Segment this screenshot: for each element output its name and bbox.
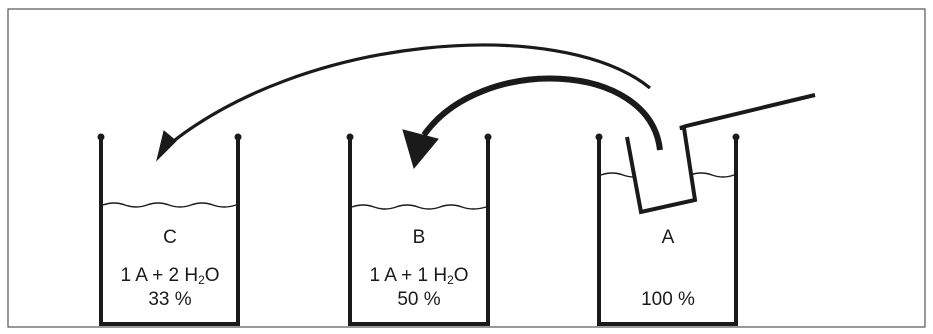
- beaker-b-percent: 50 %: [397, 289, 441, 310]
- beaker-c-letter: C: [163, 227, 177, 248]
- arrow-a-to-c: [156, 43, 652, 162]
- beaker-b: [346, 133, 492, 326]
- beaker-b-rim-right: [484, 133, 492, 141]
- scoop-cup: [625, 127, 698, 215]
- beaker-c-mixture-subscript: 2: [198, 273, 205, 287]
- beaker-c-mixture-suffix: O: [204, 265, 220, 286]
- beaker-b-letter: B: [412, 227, 426, 248]
- beaker-c: [97, 133, 242, 326]
- beaker-c-mixture: 1 A + 2 H2O: [120, 265, 220, 287]
- beaker-a-letter: A: [661, 227, 675, 248]
- arrow-a-to-b-head: [402, 129, 439, 170]
- beaker-c-rim-left: [97, 133, 105, 141]
- beaker-b-glass: [348, 138, 490, 326]
- beaker-b-mixture-prefix: 1 A + 1 H: [369, 265, 448, 286]
- beaker-a-glass: [597, 138, 738, 326]
- beaker-c-rim-right: [234, 133, 242, 141]
- arrow-a-to-c-shaft: [163, 43, 652, 150]
- scoop-handle: [679, 93, 816, 130]
- beaker-a-percent: 100 %: [641, 289, 695, 310]
- beaker-a-rim-right: [732, 133, 740, 141]
- scoop: [625, 93, 816, 215]
- arrow-a-to-c-head: [156, 130, 177, 162]
- beaker-c-mixture-prefix: 1 A + 2 H: [120, 265, 199, 286]
- beaker-b-mixture-subscript: 2: [447, 273, 454, 287]
- beaker-a-rim-left: [595, 133, 603, 141]
- arrow-a-to-b-shaft: [421, 75, 663, 151]
- beaker-b-liquid-surface: [351, 204, 487, 210]
- beaker-b-mixture: 1 A + 1 H2O: [369, 265, 469, 287]
- beaker-c-glass: [99, 138, 240, 326]
- beaker-b-mixture-suffix: O: [453, 265, 469, 286]
- beaker-c-percent: 33 %: [148, 289, 192, 310]
- diagram-frame: [7, 8, 926, 328]
- arrow-a-to-b: [402, 75, 663, 170]
- beaker-b-rim-left: [346, 133, 354, 141]
- beaker-c-liquid-surface: [102, 202, 237, 208]
